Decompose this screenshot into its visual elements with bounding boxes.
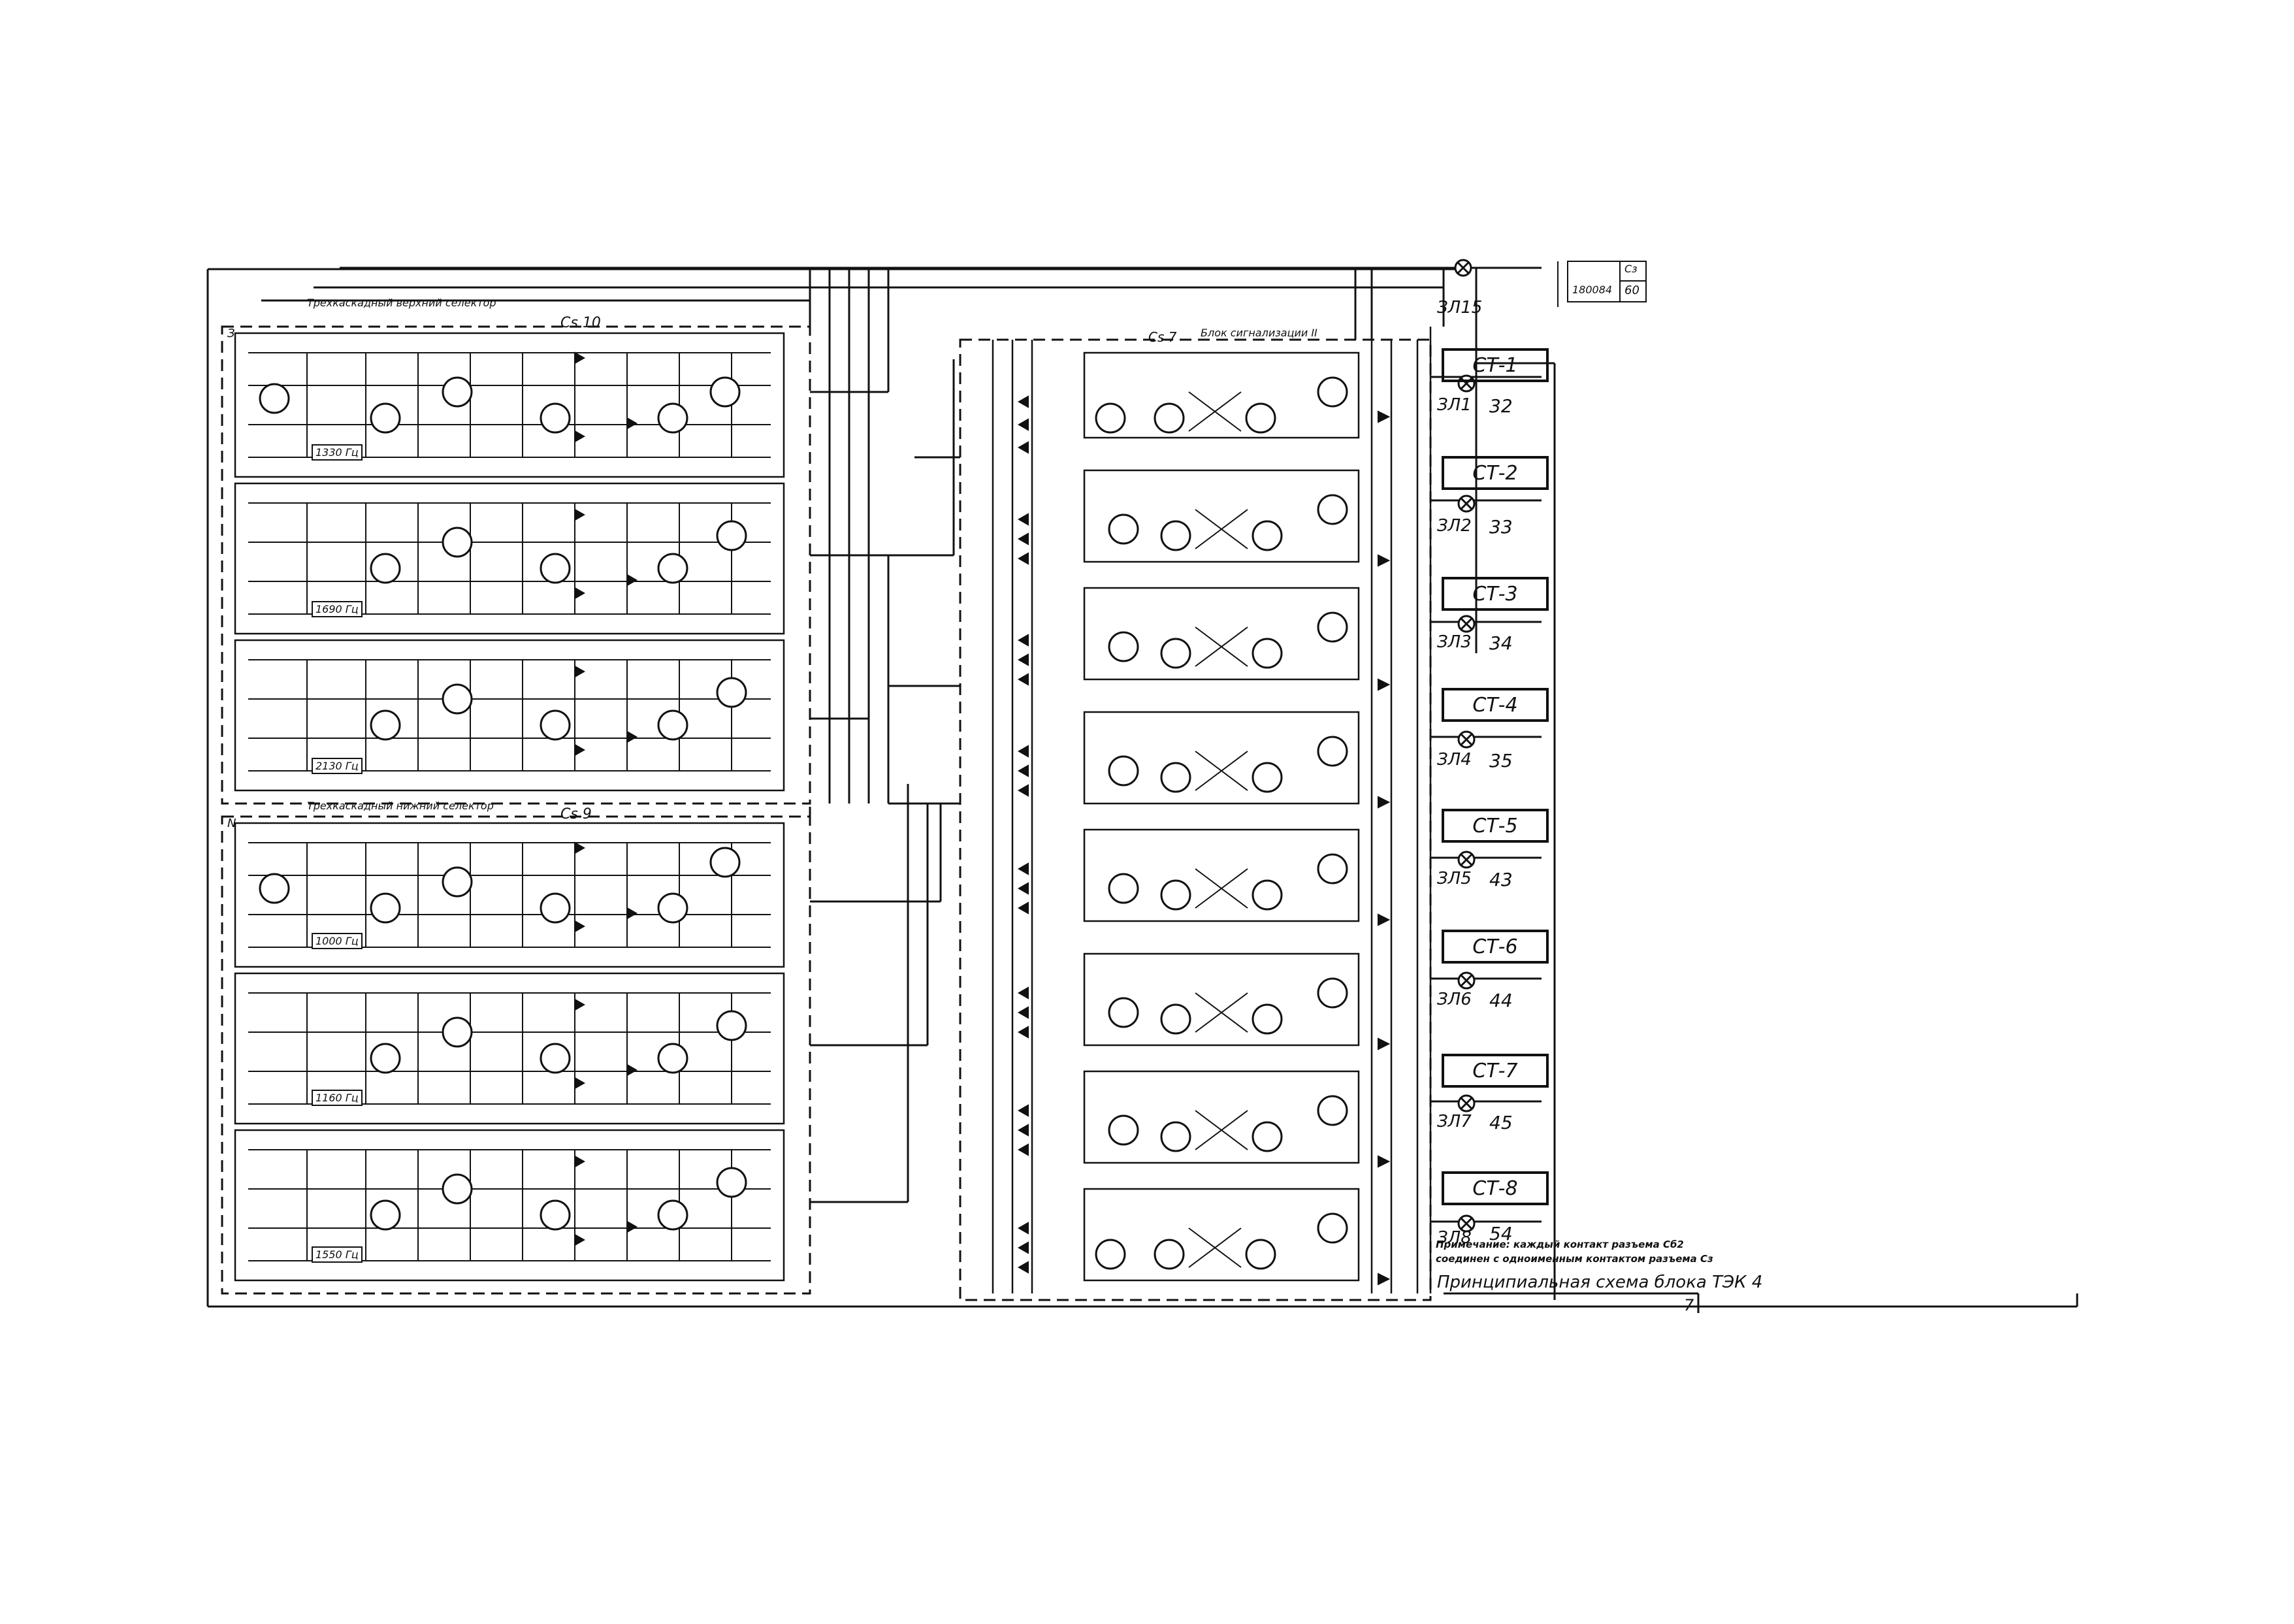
output-diodes [1378,410,1391,1286]
cs-right-label: Cs 7 [1148,329,1177,345]
channel-box-st3: СТ-3 [1442,577,1549,611]
output-leads [1430,267,1542,1223]
corner-title-frame [1557,261,1647,307]
freq-label: 2130 Гц [312,758,363,774]
lamp-label: ЗЛ3 [1437,632,1472,652]
lamp-label: ЗЛ4 [1437,750,1472,770]
cs-lower-label: Cs 9 [560,806,592,822]
lower-selector-frame [221,815,811,1295]
corner-top-cell: Сз [1624,263,1638,275]
freq-label: 1690 Гц [312,601,363,617]
channel-box-st4: СТ-4 [1442,688,1549,722]
corner-code: 180084 [1572,284,1613,296]
corner-sheet: 60 [1624,284,1640,297]
lamp-return [1476,362,1556,1300]
diode-icons-left [574,351,638,1246]
channel-box-st1: СТ-1 [1442,348,1549,382]
freq-label: 1000 Гц [312,933,363,949]
page-mark: 7 [1684,1296,1694,1314]
transistor-icons-right [1095,376,1348,1270]
caption: Принципиальная схема блока ТЭК 4 [1437,1273,1763,1292]
right-block-title: Блок сигнализации II [1201,327,1317,339]
pin-label: 34 [1489,632,1513,654]
flipflop-cells [1083,351,1360,1282]
freq-label: 1160 Гц [312,1090,363,1106]
transistor-icons-left [259,376,747,1231]
pin-label: 54 [1489,1223,1513,1244]
pin-label: 35 [1489,750,1513,771]
pin-label: 44 [1489,990,1513,1011]
lamp-label: ЗЛ7 [1437,1112,1472,1131]
channel-box-st5: СТ-5 [1442,809,1549,843]
lamp-label: ЗЛ5 [1437,869,1472,888]
diode-fans [1017,395,1029,1274]
freq-label: 1330 Гц [312,444,363,461]
lamp-label: ЗЛ2 [1437,516,1472,536]
note-line-2: соединен с одноименным контактом разъема… [1436,1253,1713,1265]
lamp-label: ЗЛ8 [1437,1228,1472,1248]
channel-box-st7: СТ-7 [1442,1054,1549,1088]
upper-selector-title: Трехкаскадный верхний селектор [307,297,496,309]
note-line-1: Примечание: каждый контакт разъема Сб2 [1436,1239,1684,1250]
upper-selector-frame [221,325,811,805]
outer-frame [206,268,2078,1308]
lower-selector-title: Трехкаскадный нижний селектор [307,800,494,812]
right-block-frame [959,338,1432,1301]
channel-box-st8: СТ-8 [1442,1171,1549,1205]
interconnect-wires [809,359,960,1203]
freq-label: 1550 Гц [312,1246,363,1263]
pin-label: 43 [1489,869,1513,890]
crosscouple-lines [1188,391,1248,1268]
selector-stages [234,332,785,1282]
lamp-label: ЗЛ1 [1437,395,1472,415]
right-buses [992,327,1432,1293]
lamp-label-top: ЗЛ15 [1437,298,1483,317]
channel-box-st6: СТ-6 [1442,930,1549,964]
channel-box-st2: СТ-2 [1442,456,1549,490]
caption-rule [1444,1292,1700,1313]
pin-label: 32 [1489,395,1513,417]
pin-label: 33 [1489,516,1513,538]
top-bus-lines [261,267,1478,804]
block-corner-lower: N [227,817,236,830]
cs-upper-label: Cs 10 [560,315,601,331]
lamp-label: ЗЛ6 [1437,990,1472,1009]
block-corner-upper: З [227,327,235,340]
pin-label: 45 [1489,1112,1513,1133]
